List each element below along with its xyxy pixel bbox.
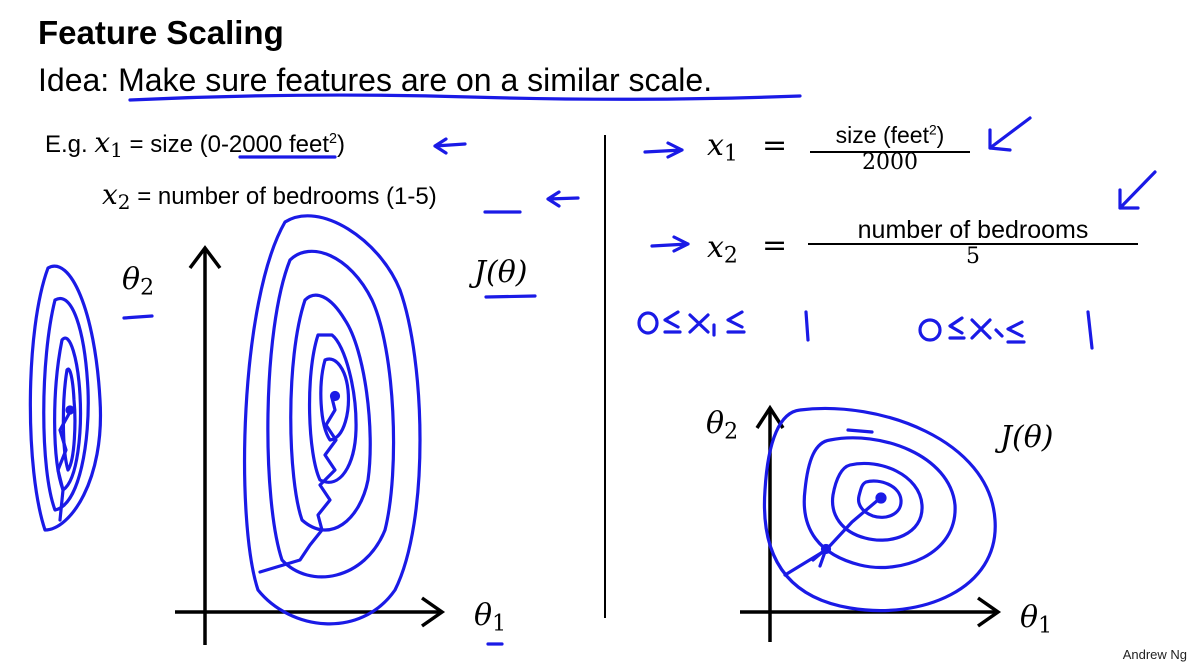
left-theta1-sub: 1 xyxy=(492,611,507,637)
left-x-arrowhead xyxy=(420,596,446,628)
handwritten-inequalities xyxy=(637,310,1094,350)
x1-subscript: 1 xyxy=(110,138,123,162)
x2-arrow-icon xyxy=(546,190,580,208)
eq1-num-sup: 2 xyxy=(928,122,937,138)
right-axes xyxy=(740,404,1002,642)
eq1-equals: = xyxy=(762,128,788,163)
left-theta1-symbol: θ xyxy=(474,598,493,633)
left-small-contours xyxy=(28,264,103,532)
eq2-subscript: 2 xyxy=(723,243,738,269)
eq2-numerator: number of bedrooms xyxy=(857,216,1089,244)
right-circular-contours xyxy=(762,406,997,613)
right-y-arrowhead xyxy=(755,404,785,429)
eq1-variable: x xyxy=(707,128,724,163)
eq2-fraction-bar xyxy=(808,243,1138,245)
slide-title: Feature Scaling xyxy=(38,14,284,51)
right-theta1-label: θ1 xyxy=(1020,600,1052,639)
idea-underline xyxy=(128,93,802,102)
x2-desc-a: = number of bedrooms ( xyxy=(130,183,394,210)
x1-desc-c: ) xyxy=(337,131,346,158)
right-cost-label: J(θ) xyxy=(1000,420,1054,455)
right-theta1-sub: 1 xyxy=(1038,613,1053,639)
eq1-fraction-bar xyxy=(810,151,970,153)
left-theta1-label: θ1 xyxy=(474,598,506,637)
left-large-contours xyxy=(243,214,422,626)
left-cost-text: J(θ) xyxy=(474,255,528,290)
left-theta2-sub: 2 xyxy=(140,275,155,301)
author-credit: Andrew Ng xyxy=(1122,647,1187,662)
left-theta2-underline xyxy=(122,314,154,320)
eq2-check-icon xyxy=(1118,170,1157,210)
eq1-denominator: 2000 xyxy=(862,150,918,175)
x2-desc-c: ) xyxy=(428,183,437,210)
left-axes xyxy=(175,245,446,645)
x1-arrow-icon xyxy=(433,137,467,155)
eq1-subscript: 1 xyxy=(723,141,738,167)
eq2-equals: = xyxy=(762,228,788,263)
right-theta1-symbol: θ xyxy=(1020,600,1039,635)
eq1-lhs: x1 xyxy=(707,128,738,167)
eq1-numerator: size (feet2) xyxy=(808,122,972,149)
idea-line: Idea: Make sure features are on a simila… xyxy=(38,62,712,99)
eq1-num-end: ) xyxy=(936,122,945,148)
idea-prefix: Idea: xyxy=(38,62,119,98)
eg-prefix: E.g. xyxy=(45,131,95,158)
x2-variable: x xyxy=(102,178,118,211)
eq1-pointer-icon xyxy=(643,141,684,159)
example-x1-line: E.g. x1 = size (0-2000 feet2) xyxy=(45,126,345,162)
x1-superscript: 2 xyxy=(329,131,338,147)
ink-annotations xyxy=(28,93,1157,646)
x2-subscript: 2 xyxy=(117,190,131,214)
example-x2-line: x2 = number of bedrooms (1-5) xyxy=(102,178,437,214)
eq1-check-icon xyxy=(988,116,1032,152)
x1-variable: x xyxy=(94,126,111,159)
idea-period: . xyxy=(703,62,713,98)
eq2-pointer-icon xyxy=(650,235,690,253)
right-x-arrowhead xyxy=(976,596,1002,628)
left-y-arrowhead xyxy=(188,245,222,270)
right-theta2-label: θ2 xyxy=(706,406,738,445)
right-theta2-symbol: θ xyxy=(706,406,725,441)
left-cost-underline xyxy=(484,294,537,299)
left-theta2-label: θ2 xyxy=(122,262,154,301)
right-cost-text: J(θ) xyxy=(1000,420,1054,455)
left-theta2-symbol: θ xyxy=(122,262,141,297)
eq2-lhs: x2 xyxy=(707,230,738,269)
x2-range: 1-5 xyxy=(394,183,429,210)
x1-desc-b: feet xyxy=(282,131,330,158)
right-theta2-sub: 2 xyxy=(724,419,739,445)
eq2-variable: x xyxy=(707,230,724,265)
eq2-denominator: 5 xyxy=(966,244,980,269)
idea-text: Make sure features are on a similar scal… xyxy=(118,62,704,98)
eq1-num-text: size (feet xyxy=(835,122,929,148)
left-cost-label: J(θ) xyxy=(474,255,528,290)
x1-range: 0-2000 xyxy=(207,131,283,158)
x1-desc-a: = size ( xyxy=(122,131,208,158)
